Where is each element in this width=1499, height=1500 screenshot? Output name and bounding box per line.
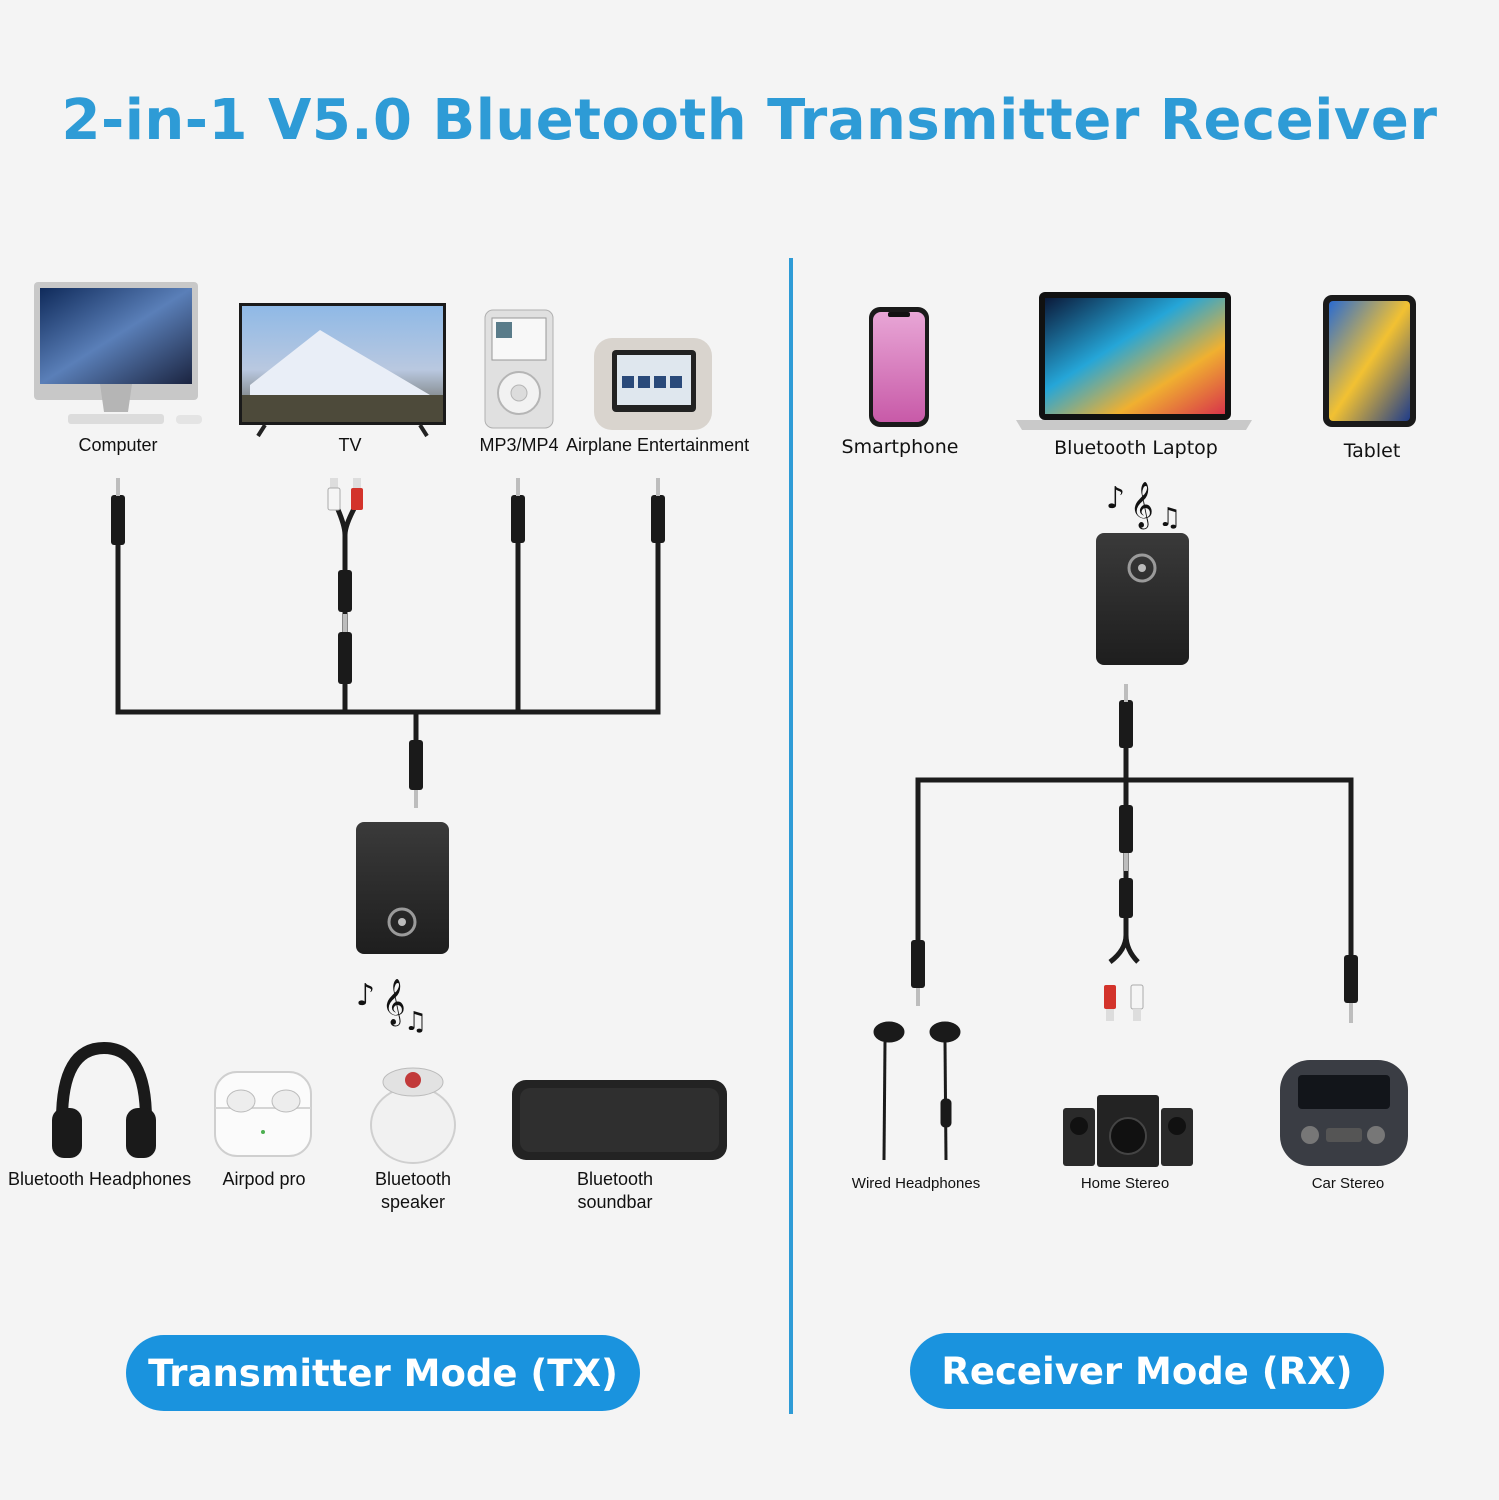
mode-divider (789, 258, 793, 1414)
svg-text:♪: ♪ (1106, 481, 1125, 516)
svg-text:♫: ♫ (404, 1007, 427, 1037)
rx-output-label-home-stereo: Home Stereo (1080, 1175, 1170, 1192)
music-notes-icon: ♪𝄞♫ (356, 978, 427, 1037)
rca-plug-icon (1104, 984, 1144, 1021)
tx-output-label-airpods: Airpod pro (222, 1169, 306, 1189)
page-title: 2-in-1 V5.0 Bluetooth Transmitter Receiv… (61, 88, 1438, 153)
soundbar-icon (512, 1080, 727, 1160)
smartphone-icon (869, 307, 929, 427)
tx-source-label-tv: TV (338, 435, 362, 455)
computer-icon (34, 282, 202, 424)
tx-output-label-headphones: Bluetooth Headphones (8, 1169, 192, 1189)
earphones-icon (873, 1021, 961, 1161)
laptop-icon (1016, 292, 1252, 430)
svg-text:𝄞: 𝄞 (1130, 482, 1154, 530)
tx-output-label-soundbar: Bluetooth soundbar (576, 1169, 654, 1212)
headphones-icon (52, 1041, 156, 1158)
tx-source-label-mp3: MP3/MP4 (479, 435, 559, 455)
rca-plug-icon (327, 478, 363, 511)
bluetooth-adapter-icon (1096, 533, 1189, 665)
airplane-screen-icon (594, 338, 712, 430)
receiver-mode-badge: Receiver Mode (RX) (910, 1333, 1384, 1409)
mp3-player-icon (484, 309, 554, 429)
tablet-icon (1323, 295, 1416, 427)
airpods-icon (214, 1071, 312, 1157)
home-stereo-icon (1063, 1095, 1193, 1167)
rx-output-label-wired-headphones: Wired Headphones (851, 1175, 981, 1192)
tx-cable-tree (115, 503, 661, 760)
rx-source-label-laptop: Bluetooth Laptop (1054, 437, 1218, 459)
transmitter-mode-badge: Transmitter Mode (TX) (126, 1335, 640, 1411)
svg-text:♫: ♫ (1158, 503, 1181, 533)
speaker-icon (370, 1067, 456, 1164)
tx-output-label-speaker: Bluetooth speaker (374, 1169, 452, 1212)
music-notes-icon: ♪𝄞♫ (1106, 481, 1181, 533)
rx-cable-tree (915, 700, 1354, 964)
aux-plug-icon (111, 478, 665, 808)
tx-source-label-computer: Computer (78, 435, 158, 455)
svg-text:♪: ♪ (356, 978, 375, 1013)
aux-plug-icon (911, 684, 1358, 1023)
tx-source-label-airplane: Airplane Entertainment (566, 435, 750, 455)
bluetooth-adapter-icon (356, 822, 449, 954)
rx-output-label-car-stereo: Car Stereo (1311, 1175, 1385, 1192)
rx-source-label-smartphone: Smartphone (841, 436, 959, 458)
svg-text:𝄞: 𝄞 (382, 979, 406, 1027)
rx-source-label-tablet: Tablet (1343, 440, 1401, 462)
tv-icon (239, 303, 446, 438)
car-stereo-icon (1280, 1060, 1408, 1166)
